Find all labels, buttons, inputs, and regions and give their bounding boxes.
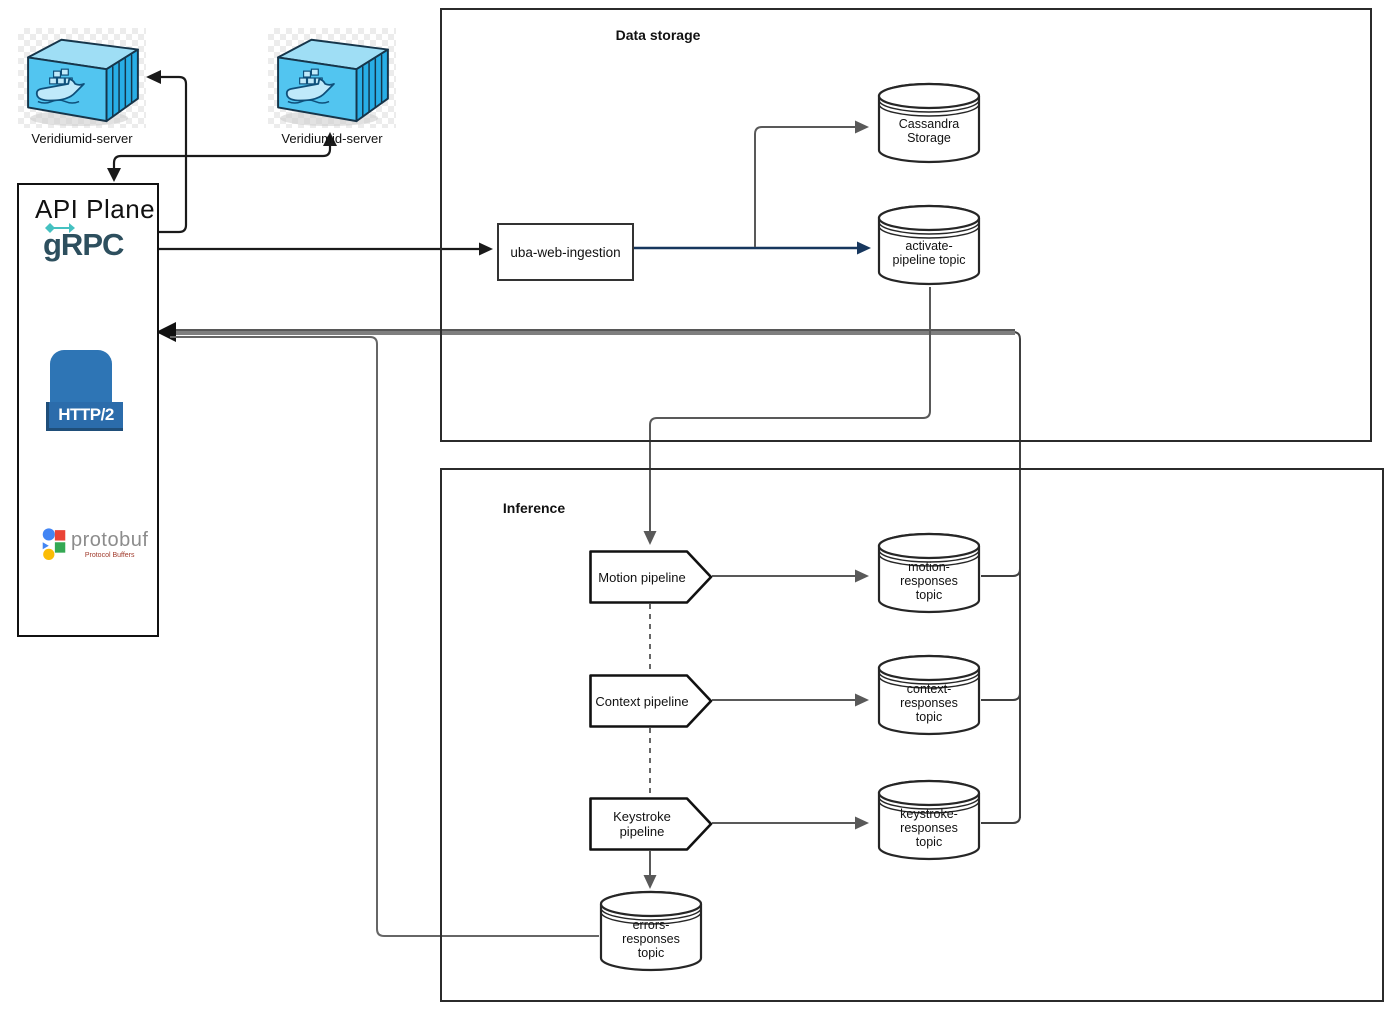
cylinder-icon: [877, 779, 981, 861]
data-storage-group: [440, 8, 1372, 442]
protobuf-label: protobuf: [71, 529, 149, 551]
arrow-grpc-to-uba: [157, 242, 493, 256]
datastore-context-label: context- responses topic: [900, 682, 958, 724]
datastore-keystroke-topic: keystroke- responses topic: [877, 779, 981, 861]
datastore-motion-topic: motion- responses topic: [877, 532, 981, 614]
datastore-activate-label: activate- pipeline topic: [892, 239, 966, 267]
protobuf-subtitle: Protocol Buffers: [84, 552, 135, 559]
signpost-shape-icon: [589, 797, 713, 851]
arrow-api-plane-server2: [107, 132, 337, 182]
context-pipeline-label: Context pipeline: [595, 693, 689, 709]
http2-logo: HTTP/2: [46, 350, 123, 428]
http2-label: HTTP/2: [46, 402, 123, 428]
uba-web-ingestion-box: uba-web-ingestion: [497, 223, 634, 281]
inference-label: Inference: [502, 500, 566, 516]
arrow-keystroke-to-errors: [643, 851, 657, 889]
datastore-motion-label: motion- responses topic: [900, 560, 958, 602]
api-plane-box: API Plane gRPC HTTP/2 protobuf: [17, 183, 159, 637]
server1-image: [18, 28, 146, 128]
keystroke-pipeline-label: Keystroke pipeline: [613, 809, 671, 839]
cylinder-icon: [877, 532, 981, 614]
grpc-label: gRPC: [43, 227, 124, 262]
docker-container-icon: [277, 38, 389, 127]
motion-pipeline-label: Motion pipeline: [598, 569, 686, 585]
cylinder-icon: [877, 82, 981, 164]
datastore-cassandra: Cassandra Storage: [877, 82, 981, 164]
inference-group: [440, 468, 1384, 1002]
server1-label: Veridiumid-server: [31, 131, 133, 146]
arrow-motion-to-topic: [712, 569, 869, 583]
keystroke-pipeline: Keystroke pipeline: [589, 797, 713, 851]
datastore-keystroke-label: keystroke- responses topic: [900, 807, 958, 849]
signpost-shape-icon: [589, 550, 713, 604]
protobuf-icon: [42, 528, 66, 561]
grpc-logo: gRPC: [43, 223, 124, 263]
motion-pipeline: Motion pipeline: [589, 550, 713, 604]
cylinder-icon: [877, 654, 981, 736]
server2-image: [268, 28, 396, 128]
context-pipeline: Context pipeline: [589, 674, 713, 728]
api-plane-title: API Plane: [35, 194, 156, 224]
grpc-arrow-icon: [45, 223, 75, 233]
arrow-branch-to-cassandra: [754, 120, 869, 247]
uba-web-ingestion-label: uba-web-ingestion: [510, 244, 621, 260]
datastore-errors-label: errors- responses topic: [622, 918, 680, 960]
protobuf-logo: protobuf Protocol Buffers: [41, 525, 148, 563]
arrow-activate-to-motion: [643, 287, 931, 545]
arrow-responses-to-api-plane: [156, 322, 1021, 824]
server2-label: Veridiumid-server: [281, 131, 383, 146]
datastore-context-topic: context- responses topic: [877, 654, 981, 736]
cylinder-icon: [877, 204, 981, 286]
signpost-shape-icon: [589, 674, 713, 728]
arrow-uba-to-activate: [631, 241, 871, 255]
arrow-errors-to-api-plane: [170, 336, 599, 937]
datastore-errors-topic: errors- responses topic: [599, 890, 703, 972]
docker-container-icon: [27, 38, 139, 127]
arrow-keystroke-to-topic: [712, 816, 869, 830]
datastore-activate-topic: activate- pipeline topic: [877, 204, 981, 286]
data-storage-label: Data storage: [615, 27, 701, 43]
arrow-context-to-topic: [712, 693, 869, 707]
cylinder-icon: [599, 890, 703, 972]
datastore-cassandra-label: Cassandra Storage: [898, 117, 960, 145]
